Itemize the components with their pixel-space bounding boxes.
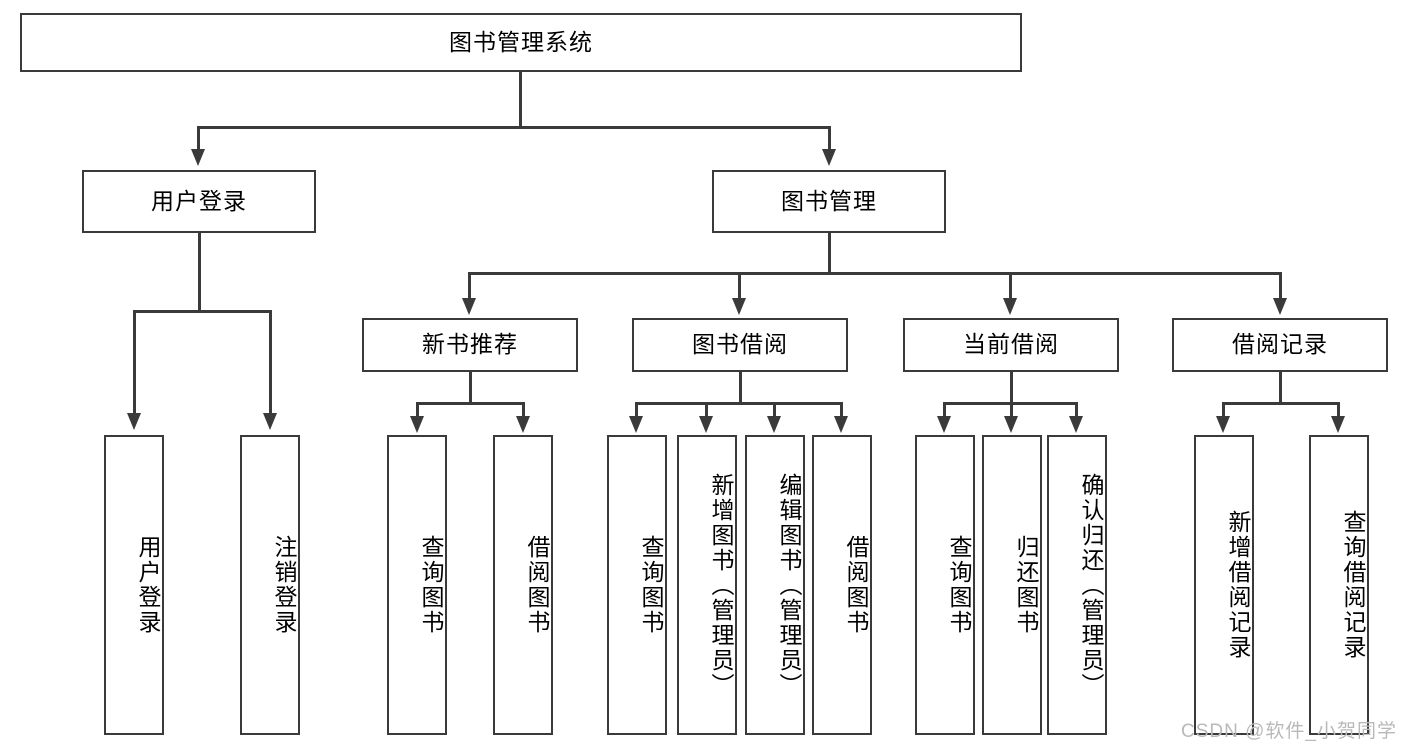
arrowhead-borrow-record: [1273, 298, 1287, 315]
connector-new-book-bus: [416, 402, 525, 405]
arrowhead-new-book-2: [516, 416, 530, 433]
arrowhead-current-borrow-3: [1069, 416, 1083, 433]
arrowhead-to-book-manage: [822, 149, 836, 166]
leaf-user-login-login[interactable]: 用户登录: [104, 435, 164, 735]
connector-borrow-record-drop-2: [1337, 402, 1340, 418]
node-label: 查询图书: [946, 535, 972, 635]
connector-book-manage-drop-3: [1009, 272, 1012, 300]
connector-root-bus: [197, 126, 831, 129]
node-label: 借阅记录: [1232, 331, 1328, 358]
arrowhead-book-borrow-3: [767, 416, 781, 433]
connector-new-book-drop-1: [416, 402, 419, 418]
node-label: 注销登录: [271, 535, 297, 635]
leaf-book-borrow-add-book[interactable]: 新增图书（管理员）: [677, 435, 737, 735]
connector-current-borrow-drop-3: [1075, 402, 1078, 418]
leaf-current-borrow-return-book[interactable]: 归还图书: [982, 435, 1042, 735]
node-label: 查询图书: [638, 535, 664, 635]
connector-new-book-stem: [469, 372, 472, 404]
connector-root-drop-left: [197, 126, 200, 151]
arrowhead-borrow-record-2: [1331, 416, 1345, 433]
connector-user-login-drop-2: [269, 310, 272, 415]
node-borrow-record[interactable]: 借阅记录: [1172, 318, 1388, 372]
connector-book-borrow-stem: [739, 372, 742, 404]
leaf-borrow-record-add-record[interactable]: 新增借阅记录: [1194, 435, 1254, 735]
connector-current-borrow-stem: [1010, 372, 1013, 404]
connector-current-borrow-drop-2: [1010, 402, 1013, 418]
connector-root-stem: [519, 72, 522, 128]
node-label: 查询图书: [418, 535, 444, 635]
connector-book-manage-drop-2: [738, 272, 741, 300]
node-label: 当前借阅: [963, 331, 1059, 358]
leaf-book-borrow-edit-book[interactable]: 编辑图书（管理员）: [745, 435, 805, 735]
node-label: 图书管理系统: [449, 28, 593, 55]
node-user-login[interactable]: 用户登录: [82, 170, 316, 233]
node-label: 用户登录: [135, 535, 161, 635]
node-label: 新书推荐: [422, 331, 518, 358]
arrowhead-borrow-record-1: [1216, 416, 1230, 433]
node-label: 用户登录: [151, 187, 247, 214]
node-new-book-recommend[interactable]: 新书推荐: [362, 318, 578, 372]
leaf-borrow-record-query-record[interactable]: 查询借阅记录: [1309, 435, 1369, 735]
arrowhead-user-login-1: [127, 413, 141, 430]
node-book-borrow[interactable]: 图书借阅: [632, 318, 848, 372]
connector-user-login-bus: [133, 310, 272, 313]
node-label: 图书借阅: [692, 331, 788, 358]
connector-book-borrow-drop-2: [705, 402, 708, 418]
arrowhead-to-user-login: [191, 149, 205, 166]
connector-book-borrow-drop-3: [773, 402, 776, 418]
node-root-system[interactable]: 图书管理系统: [20, 13, 1022, 72]
arrowhead-current-borrow-2: [1004, 416, 1018, 433]
arrowhead-book-borrow-2: [699, 416, 713, 433]
node-label: 新增图书（管理员）: [708, 472, 734, 698]
node-book-manage[interactable]: 图书管理: [712, 170, 946, 233]
connector-new-book-drop-2: [522, 402, 525, 418]
connector-root-drop-right: [828, 126, 831, 151]
leaf-book-borrow-borrow-book[interactable]: 借阅图书: [812, 435, 872, 735]
node-label: 编辑图书（管理员）: [776, 472, 802, 698]
leaf-book-borrow-query-book[interactable]: 查询图书: [607, 435, 667, 735]
connector-book-borrow-drop-4: [840, 402, 843, 418]
arrowhead-current-borrow-1: [937, 416, 951, 433]
connector-user-login-stem: [198, 233, 201, 312]
arrowhead-new-book-1: [410, 416, 424, 433]
node-label: 归还图书: [1013, 535, 1039, 635]
node-label: 新增借阅记录: [1225, 510, 1251, 660]
node-current-borrow[interactable]: 当前借阅: [903, 318, 1119, 372]
node-label: 借阅图书: [843, 535, 869, 635]
connector-borrow-record-stem: [1279, 372, 1282, 404]
leaf-new-book-query-book[interactable]: 查询图书: [387, 435, 447, 735]
arrowhead-book-borrow-1: [629, 416, 643, 433]
leaf-current-borrow-confirm-return[interactable]: 确认归还（管理员）: [1047, 435, 1107, 735]
node-label: 图书管理: [781, 187, 877, 214]
arrowhead-current-borrow: [1003, 298, 1017, 315]
connector-borrow-record-bus: [1222, 402, 1340, 405]
arrowhead-book-borrow-4: [834, 416, 848, 433]
leaf-current-borrow-query-book[interactable]: 查询图书: [915, 435, 975, 735]
node-label: 确认归还（管理员）: [1078, 472, 1104, 698]
node-label: 借阅图书: [524, 535, 550, 635]
leaf-user-login-logout[interactable]: 注销登录: [240, 435, 300, 735]
connector-book-borrow-bus: [635, 402, 843, 405]
connector-borrow-record-drop-1: [1222, 402, 1225, 418]
leaf-new-book-borrow-book[interactable]: 借阅图书: [493, 435, 553, 735]
connector-book-manage-drop-4: [1279, 272, 1282, 300]
node-label: 查询借阅记录: [1340, 510, 1366, 660]
connector-book-manage-bus: [468, 272, 1282, 275]
connector-book-manage-stem: [828, 233, 831, 274]
arrowhead-new-book-recommend: [462, 298, 476, 315]
connector-book-borrow-drop-1: [635, 402, 638, 418]
connector-book-manage-drop-1: [468, 272, 471, 300]
connector-user-login-drop-1: [133, 310, 136, 415]
arrowhead-book-borrow: [732, 298, 746, 315]
connector-current-borrow-drop-1: [943, 402, 946, 418]
arrowhead-user-login-2: [263, 413, 277, 430]
